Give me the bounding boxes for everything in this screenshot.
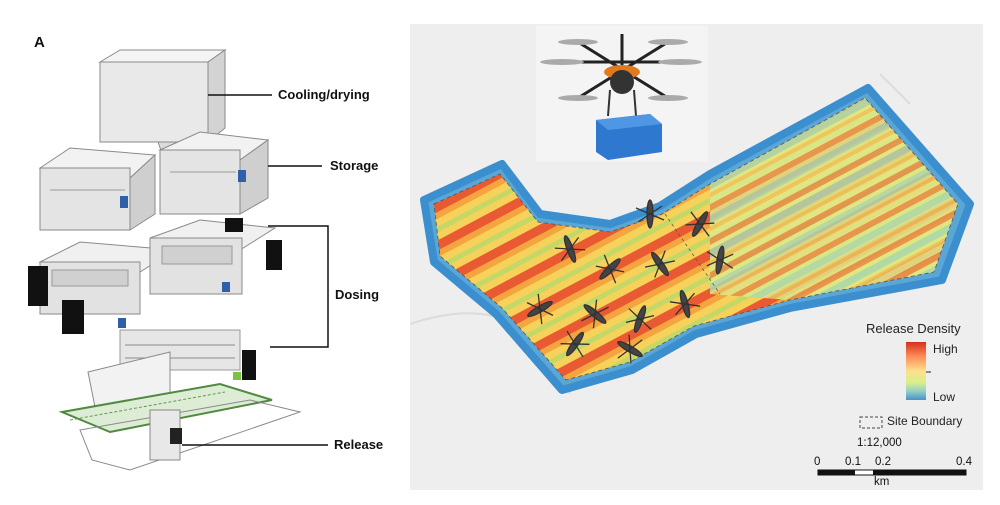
panel-a-letter: A [34, 34, 45, 51]
legend-boundary-swatch [859, 416, 883, 429]
scale-tick-0: 0 [814, 456, 821, 468]
scale-bar [817, 469, 967, 476]
cooling-drying-label: Cooling/drying [278, 87, 370, 102]
legend-color-bar [906, 342, 926, 400]
scale-tick-0-2: 0.2 [875, 456, 891, 468]
legend-low-label: Low [933, 390, 956, 404]
dosing-unit-right [149, 218, 282, 295]
released-mosquitoes [526, 199, 734, 364]
scale-unit: km [874, 476, 890, 488]
legend-title: Release Density [866, 321, 961, 336]
road-line [879, 73, 911, 105]
legend-high-label: High [933, 342, 958, 356]
release-density-map [410, 26, 974, 476]
release-label: Release [334, 437, 384, 452]
dosing-label: Dosing [335, 287, 380, 302]
storage-label: Storage [330, 158, 379, 173]
release-base-frame [58, 382, 302, 471]
scale-ratio: 1:12,000 [857, 437, 902, 449]
release-site-heatmap [420, 84, 974, 394]
panel-b-release-density-map: Release Density High Low Site Boundary 1… [410, 24, 983, 490]
storage-unit-left [38, 147, 157, 231]
storage-unit-right [158, 131, 270, 215]
panel-a-machine-diagram: A [0, 0, 410, 505]
dosing-bracket-line [268, 225, 329, 348]
release-machine-exploded-view [28, 49, 329, 471]
scale-tick-0-4: 0.4 [956, 456, 972, 468]
site-boundary [433, 97, 959, 381]
scale-tick-0-1: 0.1 [845, 456, 861, 468]
drone-illustration [536, 26, 708, 162]
dosing-unit-left [28, 241, 177, 334]
legend-boundary-label: Site Boundary [887, 414, 963, 428]
